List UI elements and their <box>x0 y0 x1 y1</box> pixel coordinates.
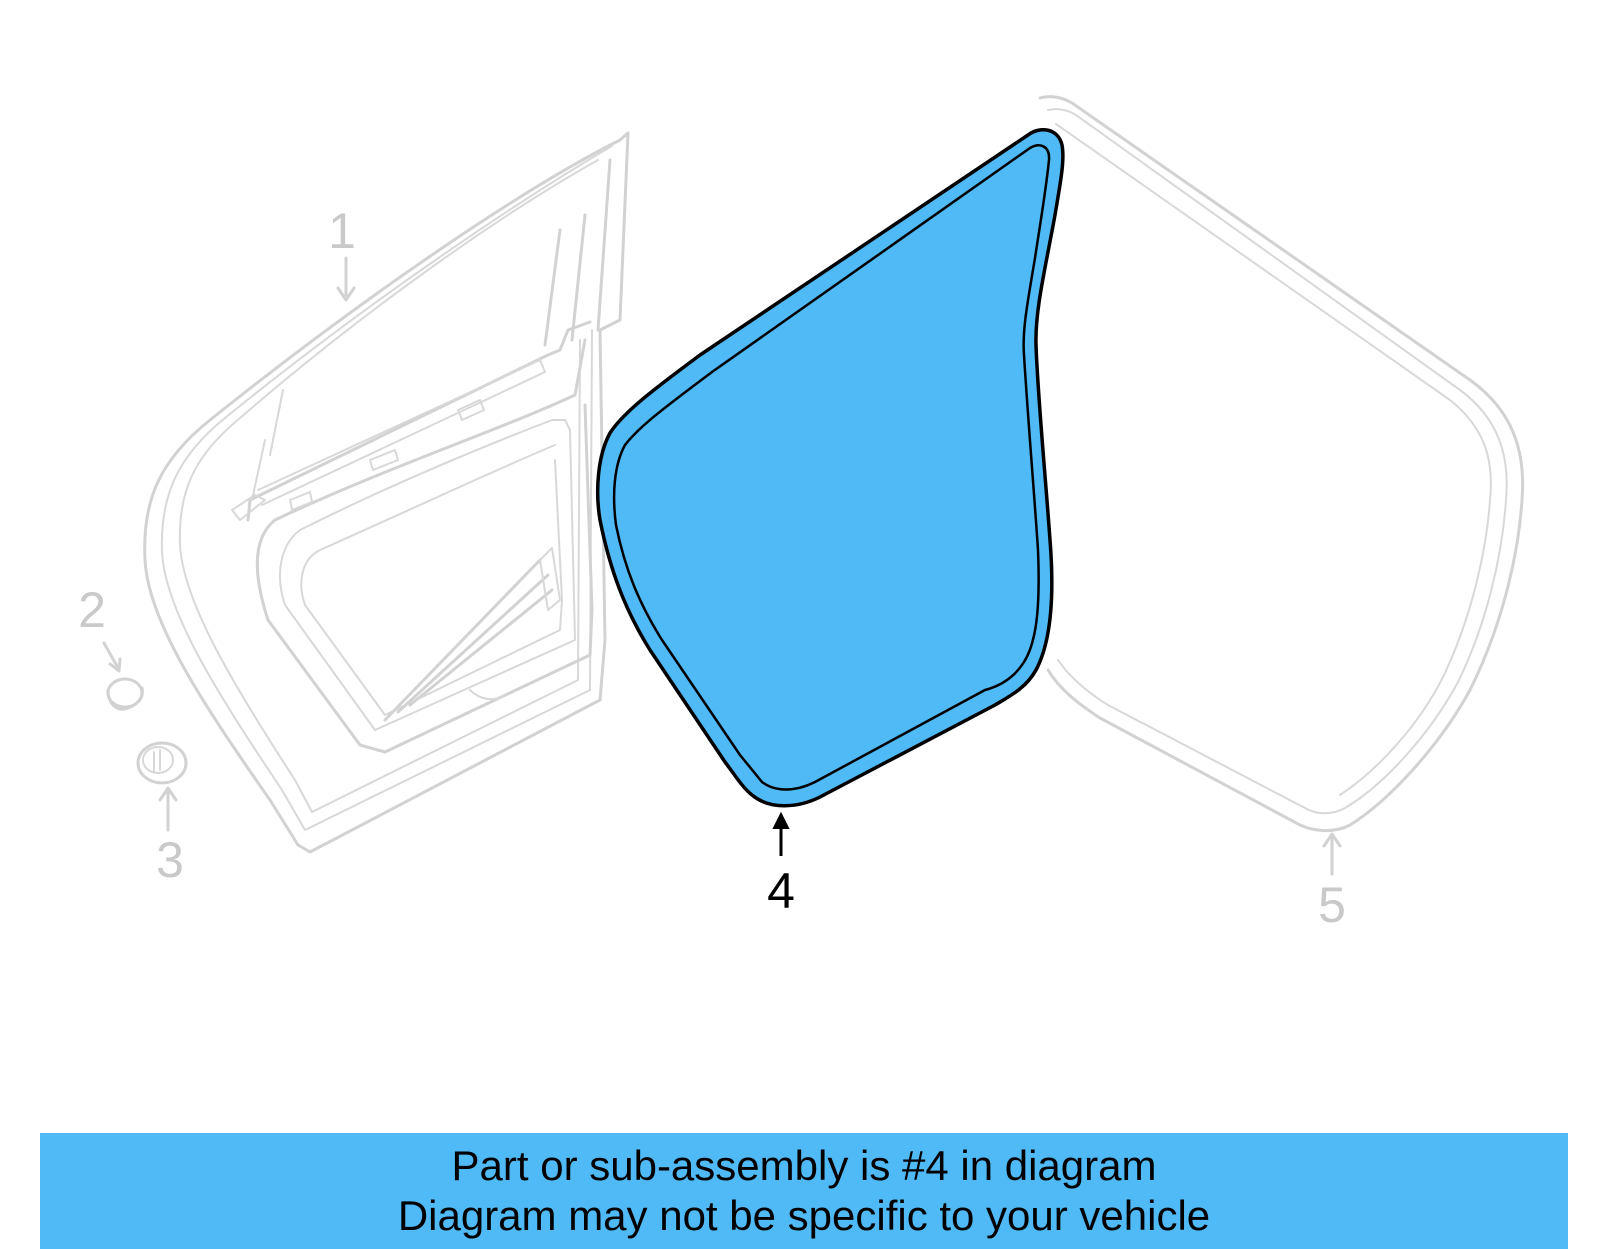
callout-5: 5 <box>1318 877 1346 933</box>
part-5-body-weatherstrip <box>1038 95 1525 876</box>
part-4-inner-edge <box>612 144 1051 791</box>
part-3-grommet <box>136 741 188 832</box>
banner-line-2: Diagram may not be specific to your vehi… <box>397 1192 1211 1239</box>
part-4-door-weatherstrip <box>595 127 1065 856</box>
part-2-plug <box>102 641 144 711</box>
callout-3: 3 <box>156 832 184 888</box>
callout-1: 1 <box>328 203 356 259</box>
info-banner: Part or sub-assembly is #4 in diagram Di… <box>40 1133 1568 1249</box>
part-1-door-shell <box>143 131 630 854</box>
banner-line-1: Part or sub-assembly is #4 in diagram <box>451 1142 1157 1189</box>
callout-4: 4 <box>767 863 795 919</box>
part-4-highlight-fill <box>595 127 1065 808</box>
callout-2: 2 <box>78 582 106 638</box>
